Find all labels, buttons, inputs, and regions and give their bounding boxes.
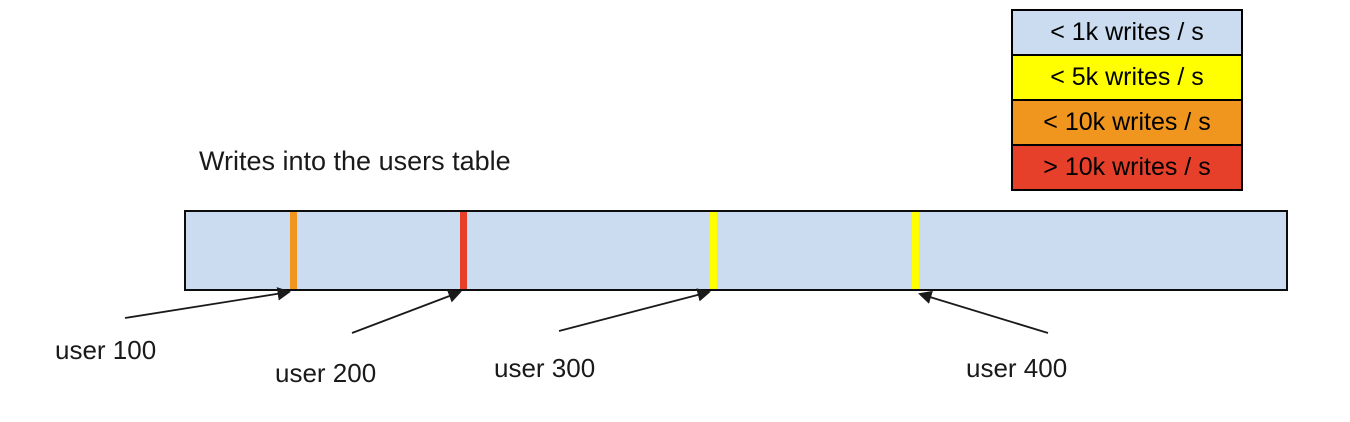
write-rate-marker-user-300 — [710, 212, 717, 289]
write-rate-marker-user-200 — [460, 212, 467, 289]
user-label-200: user 200 — [275, 358, 377, 388]
user-label-300: user 300 — [494, 353, 596, 383]
user-label-400: user 400 — [966, 353, 1068, 383]
legend-row-lt-1k: < 1k writes / s — [1011, 9, 1243, 56]
arrow-user-200 — [351, 289, 462, 334]
arrow-user-100 — [124, 287, 292, 319]
legend-row-lt-5k: < 5k writes / s — [1011, 54, 1243, 101]
write-rate-legend: < 1k writes / s < 5k writes / s < 10k wr… — [1011, 9, 1243, 191]
arrow-user-300 — [558, 288, 711, 332]
legend-row-gt-10k: > 10k writes / s — [1011, 144, 1243, 191]
write-rate-marker-user-100 — [290, 212, 297, 289]
arrow-user-400 — [918, 290, 1049, 334]
diagram-title: Writes into the users table — [199, 146, 511, 176]
write-rate-marker-user-400 — [912, 212, 919, 289]
legend-row-lt-10k: < 10k writes / s — [1011, 99, 1243, 146]
users-table-bar — [184, 210, 1288, 291]
user-label-100: user 100 — [55, 335, 157, 365]
